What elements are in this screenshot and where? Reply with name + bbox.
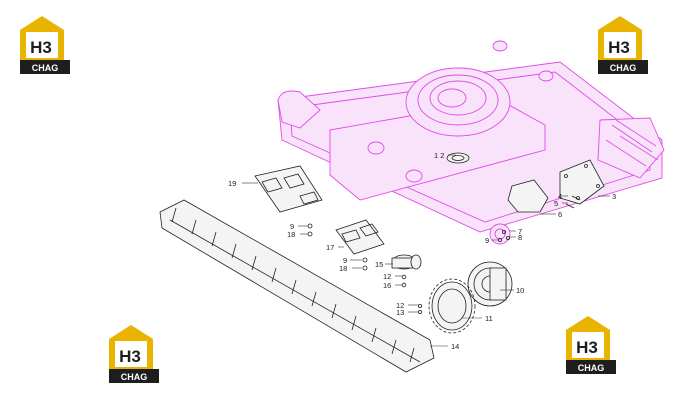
callout-16: 16 bbox=[383, 281, 391, 290]
brand-logo-bottom-right: H3 CHAG bbox=[566, 316, 616, 374]
logo-top-text: H3 bbox=[576, 338, 598, 357]
callout-5: 5 bbox=[554, 199, 558, 208]
bolt-12-13 bbox=[417, 303, 422, 314]
travel-motor-10 bbox=[467, 261, 513, 307]
carrier-roller bbox=[538, 70, 554, 82]
callout-1-2: 1 2 bbox=[434, 151, 444, 160]
callout-9-lower: 9 bbox=[343, 256, 347, 265]
brand-logo-bottom-left: H3 CHAG bbox=[109, 325, 159, 383]
logo-top-text: H3 bbox=[30, 38, 52, 57]
carrier-roller bbox=[405, 169, 423, 183]
bolt-12-16 bbox=[401, 274, 407, 288]
cover-plate-6 bbox=[507, 179, 549, 213]
callout-8: 8 bbox=[518, 233, 522, 242]
logo-bottom-text: CHAG bbox=[578, 363, 605, 373]
callout-12-roller: 12 bbox=[383, 272, 391, 281]
callout-10: 10 bbox=[516, 286, 524, 295]
callout-labels: 1 2 3 4 5 6 7 8 9 10 11 12 13 14 15 12 1… bbox=[228, 151, 616, 351]
logo-bottom-text: CHAG bbox=[610, 63, 637, 73]
callout-14: 14 bbox=[451, 342, 459, 351]
logo-top-text: H3 bbox=[608, 38, 630, 57]
leader-lines bbox=[242, 154, 610, 347]
callout-18-upper: 18 bbox=[287, 230, 295, 239]
bolt-9-18-upper bbox=[307, 223, 313, 237]
callout-3: 3 bbox=[612, 192, 616, 201]
track-guard-17 bbox=[335, 219, 385, 255]
callout-19: 19 bbox=[228, 179, 236, 188]
callout-9-idler: 9 bbox=[485, 236, 489, 245]
callout-13: 13 bbox=[396, 308, 404, 317]
swivel-seal bbox=[446, 152, 470, 164]
callout-12-sprocket: 12 bbox=[396, 301, 404, 310]
track-chain-14 bbox=[159, 199, 435, 373]
brand-logo-top-left: H3 CHAG bbox=[20, 16, 70, 74]
logo-bottom-text: CHAG bbox=[32, 63, 59, 73]
callout-7: 7 bbox=[518, 227, 522, 236]
cover-plate-3 bbox=[559, 159, 605, 205]
logo-top-text: H3 bbox=[119, 347, 141, 366]
callout-17: 17 bbox=[326, 243, 334, 252]
callout-4: 4 bbox=[558, 192, 562, 201]
callout-15: 15 bbox=[375, 260, 383, 269]
track-links bbox=[171, 207, 415, 363]
carrier-roller bbox=[492, 40, 508, 52]
track-roller-15 bbox=[391, 254, 422, 270]
brand-logo-top-right: H3 CHAG bbox=[598, 16, 648, 74]
callout-6: 6 bbox=[558, 210, 562, 219]
drive-mount bbox=[489, 223, 511, 245]
bolt-9-18-lower bbox=[362, 257, 368, 271]
callout-18-lower: 18 bbox=[339, 264, 347, 273]
logo-bottom-text: CHAG bbox=[121, 372, 148, 382]
callout-11: 11 bbox=[485, 314, 493, 323]
carrier-roller bbox=[367, 141, 385, 155]
bolt-7-8-9 bbox=[497, 229, 510, 242]
track-guard-19 bbox=[254, 165, 323, 213]
sprocket-11 bbox=[428, 278, 476, 334]
frame-ribs bbox=[605, 119, 659, 167]
bolt-4-5 bbox=[565, 195, 581, 209]
callout-9-upper: 9 bbox=[290, 222, 294, 231]
